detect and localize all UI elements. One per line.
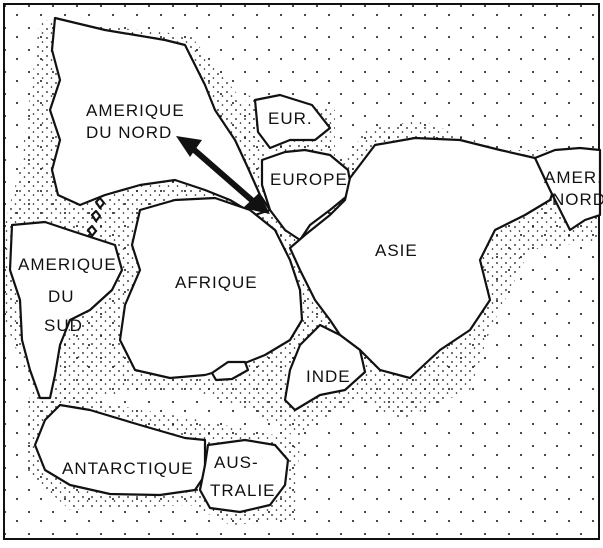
label-north-america-1: AMERIQUE bbox=[86, 101, 185, 120]
label-south-america-1: AMERIQUE bbox=[18, 255, 117, 274]
south-america bbox=[8, 220, 124, 400]
label-america-north-east-2: NORD bbox=[552, 190, 603, 209]
island-dash-1 bbox=[94, 196, 106, 210]
label-asia: ASIE bbox=[375, 241, 418, 260]
antarctica bbox=[33, 403, 207, 497]
asia bbox=[288, 136, 562, 380]
label-south-america-2: DU bbox=[48, 287, 75, 306]
rift-arrow bbox=[176, 136, 270, 214]
africa bbox=[118, 196, 304, 380]
label-america-north-east-1: AMER. bbox=[544, 168, 603, 187]
label-north-america-2: DU NORD bbox=[86, 123, 172, 142]
island-dash-2 bbox=[90, 209, 102, 223]
island-madagascar bbox=[210, 360, 250, 382]
label-europe-small: EUR. bbox=[268, 109, 313, 128]
label-south-america-3: SUD bbox=[44, 316, 83, 335]
label-india: INDE bbox=[306, 367, 351, 386]
europe-small bbox=[253, 93, 332, 150]
label-europe: EUROPE bbox=[270, 170, 348, 189]
label-africa: AFRIQUE bbox=[175, 273, 258, 292]
australia bbox=[198, 438, 290, 514]
label-australia-2: TRALIE bbox=[210, 481, 276, 500]
island-dash-3 bbox=[86, 224, 98, 238]
america-north-east bbox=[533, 146, 602, 232]
india bbox=[283, 323, 367, 412]
labels: AMERIQUE DU NORD EUR. EUROPE AMER. NORD … bbox=[18, 101, 603, 500]
label-australia-1: AUS- bbox=[214, 453, 259, 472]
label-antarctica: ANTARCTIQUE bbox=[62, 459, 194, 478]
europe bbox=[260, 148, 354, 242]
